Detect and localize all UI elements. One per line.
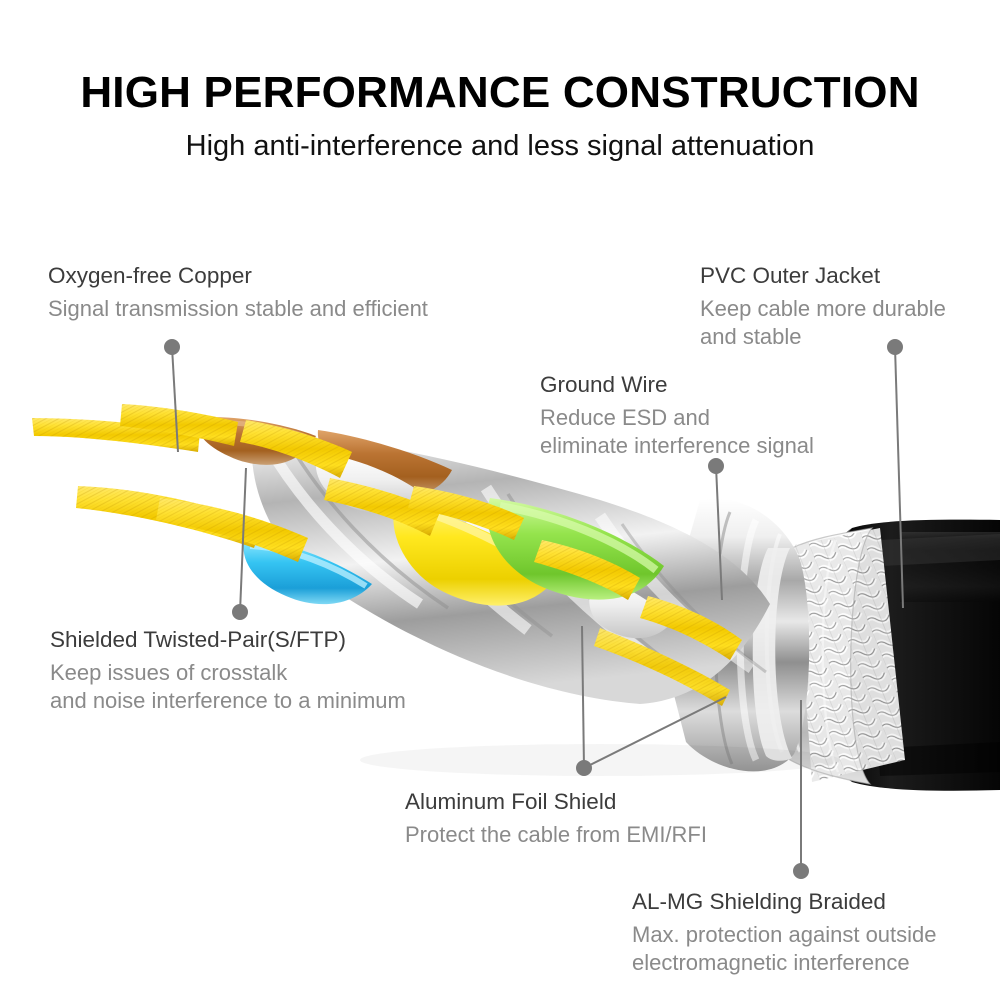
callout-body-line: and stable	[700, 323, 802, 349]
leader-pvc-outer-jacket	[887, 339, 904, 609]
callout-body: Max. protection against outside electrom…	[632, 921, 937, 976]
callout-body-line: electromagnetic interference	[632, 949, 910, 975]
callout-body-line: Keep cable more durable	[700, 296, 946, 322]
callout-body-line: eliminate interference signal	[540, 432, 814, 458]
leader-shielded-twisted-pair	[232, 467, 248, 620]
callout-body-line: Protect the cable from EMI/RFI	[405, 822, 707, 848]
callout-heading: Aluminum Foil Shield	[405, 789, 617, 814]
callout-heading: Shielded Twisted-Pair(S/FTP)	[50, 627, 346, 652]
callout-body-line: Reduce ESD and	[540, 405, 710, 431]
page-title: HIGH PERFORMANCE CONSTRUCTION	[80, 68, 920, 117]
callout-body: Protect the cable from EMI/RFI	[405, 821, 707, 848]
callout-body: Reduce ESD and eliminate interference si…	[540, 404, 814, 459]
callout-body-line: Max. protection against outside	[632, 922, 937, 948]
callout-heading: Oxygen-free Copper	[48, 263, 252, 288]
callout-body: Keep issues of crosstalk and noise inter…	[50, 659, 406, 714]
oxygen-free-copper-strands	[32, 404, 742, 706]
leader-al-mg-shielding-braided	[793, 700, 809, 879]
page-subtitle: High anti-interference and less signal a…	[185, 130, 815, 162]
callout-oxygen-free-copper: Oxygen-free Copper Signal transmission s…	[48, 262, 428, 323]
callout-heading: AL-MG Shielding Braided	[632, 889, 886, 914]
callout-body-line: Signal transmission stable and efficient	[48, 296, 428, 322]
callout-body: Signal transmission stable and efficient	[48, 295, 428, 322]
callout-shielded-twisted-pair: Shielded Twisted-Pair(S/FTP) Keep issues…	[50, 626, 406, 714]
callout-pvc-outer-jacket: PVC Outer Jacket Keep cable more durable…	[700, 262, 946, 350]
callout-aluminum-foil-shield: Aluminum Foil Shield Protect the cable f…	[405, 788, 707, 849]
callout-al-mg-shielding-braided: AL-MG Shielding Braided Max. protection …	[632, 888, 937, 976]
callout-body-line: and noise interference to a minimum	[50, 687, 406, 713]
leader-ground-wire	[708, 458, 724, 601]
leader-oxygen-free-copper	[164, 339, 180, 453]
callout-ground-wire: Ground Wire Reduce ESD and eliminate int…	[540, 371, 814, 459]
shielded-twisted-pairs-art	[32, 404, 742, 706]
callout-body-line: Keep issues of crosstalk	[50, 660, 288, 686]
callout-heading: PVC Outer Jacket	[700, 263, 881, 288]
callout-body: Keep cable more durable and stable	[700, 295, 946, 350]
callout-heading: Ground Wire	[540, 372, 668, 397]
leader-aluminum-foil-shield	[576, 625, 727, 776]
